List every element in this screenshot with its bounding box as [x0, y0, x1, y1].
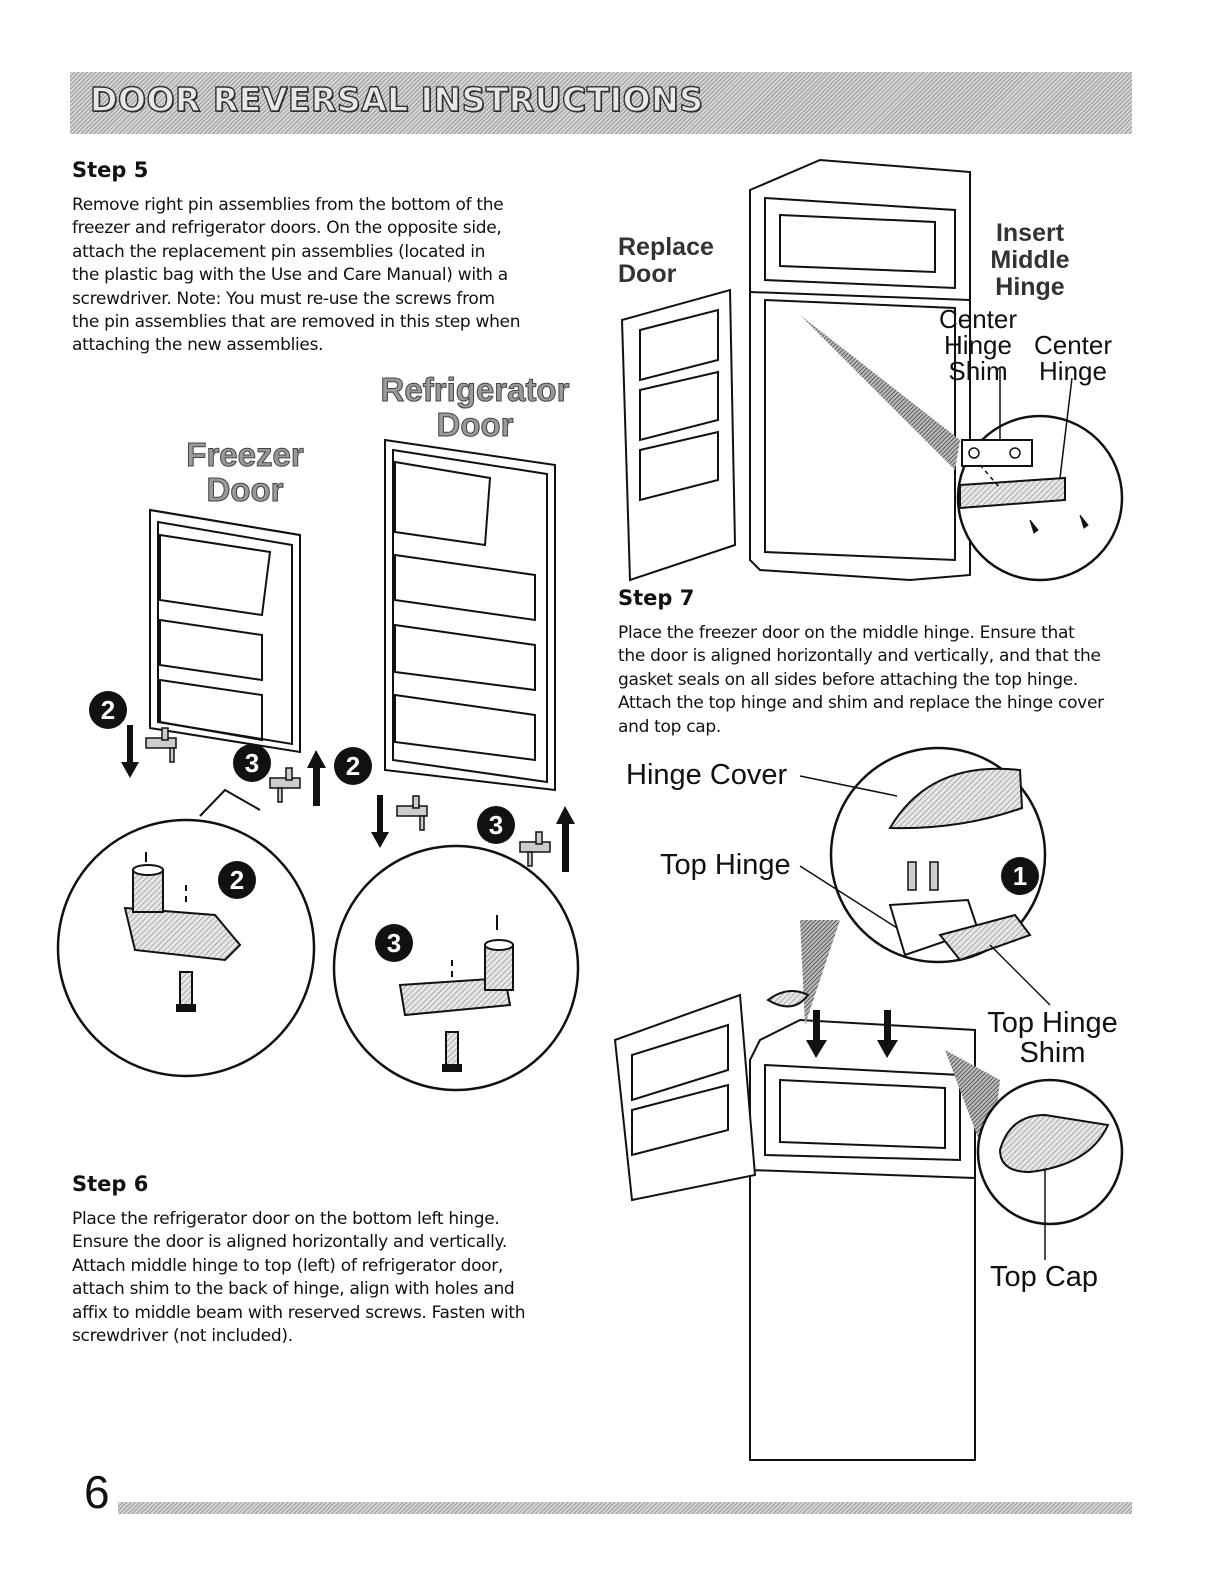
center-hinge-label: Center Hinge — [1033, 330, 1113, 386]
svg-text:3: 3 — [489, 810, 503, 840]
step7-line: gasket seals on all sides before attachi… — [618, 669, 1078, 690]
down-arrow-icon — [371, 795, 389, 848]
hinge-cover-label: Hinge Cover — [626, 759, 788, 791]
page-number: 6 — [84, 1466, 110, 1518]
step5-line: screwdriver. Note: You must re-use the s… — [72, 288, 495, 309]
step6-text: Place the refrigerator door on the botto… — [72, 1208, 592, 1348]
step6-line: screwdriver (not included). — [72, 1326, 293, 1347]
step5-title: Step 5 — [72, 158, 149, 182]
svg-text:3: 3 — [245, 748, 259, 778]
step5-line: Remove right pin assemblies from the bot… — [72, 195, 504, 215]
top-cap-detail — [976, 1078, 1124, 1260]
step6-line: attach shim to the back of hinge, align … — [72, 1279, 515, 1300]
freezer-door-illustration — [149, 508, 301, 754]
replace-door-label: Replace Door — [618, 233, 714, 288]
step5-line: attaching the new assemblies. — [72, 335, 324, 356]
fridge-step7-illustration — [613, 920, 1000, 1461]
svg-text:2: 2 — [101, 695, 115, 725]
badge-3-icon: 3 — [477, 806, 515, 844]
up-arrow-icon — [556, 806, 575, 872]
step7-line: Attach the top hinge and shim and replac… — [618, 693, 1104, 714]
badge-2-icon: 2 — [230, 865, 244, 895]
down-arrow-icon — [121, 725, 139, 778]
pin-detail-left: 2 — [56, 788, 316, 1078]
arrow-down-icon — [877, 1010, 898, 1058]
fridge-step6-illustration — [620, 158, 971, 582]
step6-line: affix to middle beam with reserved screw… — [72, 1302, 526, 1323]
badge-2-icon: 2 — [334, 747, 372, 785]
step7-title: Step 7 — [618, 586, 695, 610]
badge-1-icon: 1 — [1013, 861, 1027, 891]
step7-line: Place the freezer door on the middle hin… — [618, 623, 1075, 643]
arrow-down-icon — [806, 1010, 827, 1058]
step6-line: Place the refrigerator door on the botto… — [72, 1209, 500, 1229]
step5-text: Remove right pin assemblies from the bot… — [72, 194, 572, 358]
step6-title: Step 6 — [72, 1172, 149, 1196]
header-banner: DOOR REVERSAL INSTRUCTIONS — [70, 72, 1132, 134]
freezer-door-label: Freezer Door — [186, 436, 304, 508]
step6-line: Ensure the door is aligned horizontally … — [72, 1232, 507, 1253]
step5-line: the plastic bag with the Use and Care Ma… — [72, 265, 508, 286]
step7-line: and top cap. — [618, 716, 722, 737]
badge-2-icon: 2 — [89, 691, 127, 729]
refrigerator-door-label: Refrigerator Door — [380, 371, 570, 443]
insert-middle-hinge-label: Insert Middle Hinge — [990, 219, 1070, 301]
badge-3-icon: 3 — [233, 744, 271, 782]
page-title: DOOR REVERSAL INSTRUCTIONS — [89, 79, 704, 119]
up-arrow-icon — [307, 750, 326, 806]
center-hinge-shim-label: Center Hinge Shim — [938, 304, 1018, 386]
pin-assembly-icon — [145, 727, 551, 867]
step5-line: the pin assemblies that are removed in t… — [72, 312, 521, 333]
step5-line: attach the replacement pin assemblies (l… — [72, 241, 486, 262]
middle-hinge-detail — [956, 368, 1124, 582]
top-hinge-detail: 1 — [799, 746, 1051, 1006]
top-hinge-shim-label: Top Hinge Shim — [987, 1007, 1118, 1069]
svg-text:2: 2 — [346, 751, 360, 781]
step7-line: the door is aligned horizontally and ver… — [618, 646, 1101, 667]
step5-line: freezer and refrigerator doors. On the o… — [72, 218, 502, 239]
pin-detail-right: 3 — [332, 844, 580, 1092]
step6-line: Attach middle hinge to top (left) of ref… — [72, 1255, 504, 1276]
refrigerator-door-illustration — [384, 438, 556, 792]
top-hinge-label: Top Hinge — [660, 849, 791, 881]
badge-3-icon: 3 — [387, 928, 401, 958]
step7-text: Place the freezer door on the middle hin… — [618, 622, 1138, 739]
footer-bar — [118, 1502, 1132, 1514]
top-cap-label: Top Cap — [990, 1261, 1099, 1293]
